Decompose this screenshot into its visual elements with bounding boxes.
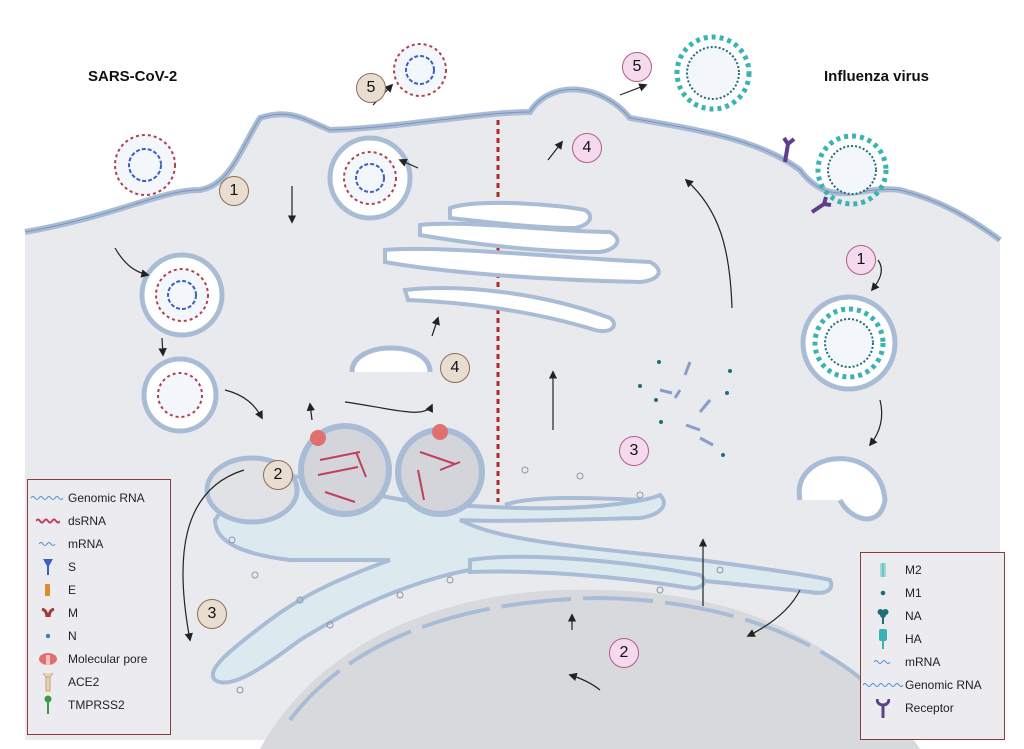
receptor-proteins bbox=[782, 136, 832, 214]
molecular-pore-icon bbox=[28, 652, 68, 666]
influenza-endosome bbox=[796, 294, 898, 522]
nuclear-envelope bbox=[288, 595, 902, 722]
legend-item-dsrna: dsRNA bbox=[28, 509, 170, 532]
flu-step-2: 2 bbox=[609, 638, 639, 668]
flu-step-4: 4 bbox=[572, 133, 602, 163]
legend-item-genomic-rna: Genomic RNA bbox=[28, 486, 170, 509]
influenza-virion-entry bbox=[815, 133, 889, 207]
neuraminidase-icon bbox=[861, 608, 905, 624]
legend-item-mrna: mRNA bbox=[28, 532, 170, 555]
sars-cov2-title: SARS-CoV-2 bbox=[88, 68, 178, 85]
membrane-protein-icon bbox=[28, 607, 68, 618]
legend-item-ace2: ACE2 bbox=[28, 670, 170, 693]
flu-step-3: 3 bbox=[619, 436, 649, 466]
sars-cov2-legend: Genomic RNA dsRNA mRNA S E M N Molecula bbox=[27, 479, 171, 735]
legend-item-e: E bbox=[28, 578, 170, 601]
legend-item-m: M bbox=[28, 601, 170, 624]
endoplasmic-reticulum bbox=[211, 474, 834, 685]
m1-icon bbox=[861, 590, 905, 596]
legend-item-tmprss2: TMPRSS2 bbox=[28, 693, 170, 716]
ace2-icon bbox=[28, 672, 68, 692]
sars-cov2-endosome bbox=[139, 135, 433, 434]
m1-proteins bbox=[638, 360, 732, 457]
influenza-title: Influenza virus bbox=[824, 68, 930, 85]
envelope-protein-icon bbox=[28, 583, 68, 596]
legend-item-s: S bbox=[28, 555, 170, 578]
legend-item-receptor: Receptor bbox=[861, 696, 1004, 719]
sars-step-5: 5 bbox=[356, 73, 386, 103]
flow-arrows bbox=[114, 83, 883, 691]
legend-item-na: NA bbox=[861, 604, 1004, 627]
flu-step-5: 5 bbox=[622, 52, 652, 82]
tmprss2-icon bbox=[28, 695, 68, 715]
sars-step-3: 3 bbox=[197, 599, 227, 629]
nucleocapsid-icon bbox=[28, 633, 68, 639]
hemagglutinin-icon bbox=[861, 628, 905, 649]
sars-step-2: 2 bbox=[263, 460, 293, 490]
spike-protein-icon bbox=[28, 558, 68, 576]
genomic-rna-icon bbox=[861, 682, 905, 688]
flu-step-1: 1 bbox=[846, 245, 876, 275]
influenza-virion-released bbox=[674, 34, 752, 112]
sars-cov2-virion-entry bbox=[114, 134, 176, 196]
golgi-apparatus bbox=[383, 200, 661, 333]
legend-item-genomic-rna: Genomic RNA bbox=[861, 673, 1004, 696]
ribosomes bbox=[228, 466, 724, 694]
double-membrane-vesicles bbox=[204, 423, 485, 525]
legend-item-m1: M1 bbox=[861, 581, 1004, 604]
legend-item-ha: HA bbox=[861, 627, 1004, 650]
mrna-icon bbox=[28, 541, 68, 547]
legend-item-m2: M2 bbox=[861, 558, 1004, 581]
genomic-rna-icon bbox=[28, 495, 68, 501]
sars-cov2-virion-released bbox=[393, 43, 447, 97]
legend-item-molecular-pore: Molecular pore bbox=[28, 647, 170, 670]
legend-item-n: N bbox=[28, 624, 170, 647]
receptor-icon bbox=[861, 698, 905, 718]
sars-step-1: 1 bbox=[219, 176, 249, 206]
mrna-icon bbox=[861, 659, 905, 665]
sars-step-4: 4 bbox=[440, 353, 470, 383]
influenza-legend: M2 M1 NA HA mRNA Genomic RNA Receptor bbox=[860, 552, 1005, 740]
m2-icon bbox=[861, 562, 905, 577]
dsrna-icon bbox=[28, 518, 68, 524]
legend-item-mrna: mRNA bbox=[861, 650, 1004, 673]
influenza-rnps bbox=[659, 361, 714, 447]
